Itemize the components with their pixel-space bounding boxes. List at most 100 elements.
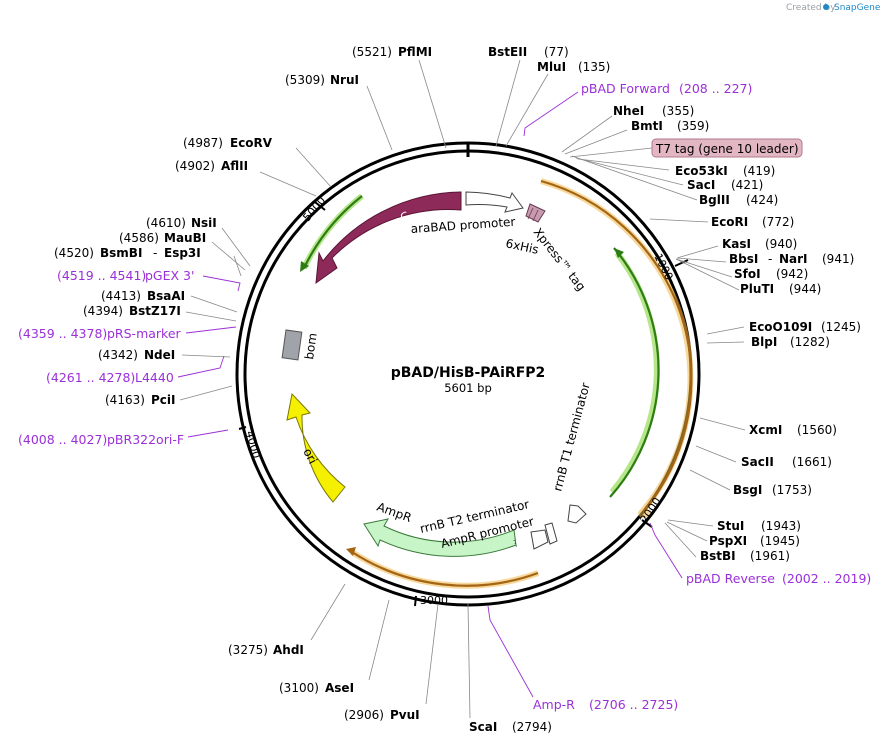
site-name[interactable]: BstBI	[700, 549, 736, 563]
primer-name[interactable]: pRS-marker	[107, 326, 182, 341]
arabad-promoter-arrow[interactable]	[465, 191, 524, 213]
site-name[interactable]: NarI	[779, 252, 808, 266]
site-name[interactable]: BbsI	[729, 252, 758, 266]
site-name[interactable]: Esp3I	[164, 246, 201, 260]
tick-mark	[674, 259, 689, 267]
site-name[interactable]: BglII	[699, 193, 730, 207]
site-pos: (421)	[731, 178, 763, 192]
primer-range: (2002 .. 2019)	[782, 571, 871, 586]
his-tag-feature[interactable]	[525, 203, 546, 223]
site-name[interactable]: Eco53kI	[675, 164, 728, 178]
rrnb-t1-terminator-feature[interactable]	[567, 504, 587, 524]
site-name[interactable]: SfoI	[734, 267, 761, 281]
tick-mark	[641, 519, 653, 528]
ampr-feature-arrow[interactable]	[363, 518, 517, 557]
site-name[interactable]: AseI	[325, 681, 354, 695]
site-name[interactable]: MluI	[537, 60, 566, 74]
bom-feature[interactable]	[281, 329, 303, 361]
site-name[interactable]: NruI	[330, 73, 359, 87]
primer-name[interactable]: pBAD Reverse	[686, 571, 775, 586]
site-name[interactable]: EcoO109I	[749, 320, 812, 334]
tick-mark	[314, 201, 326, 211]
site-name[interactable]: BlpI	[751, 335, 777, 349]
parts-arc-right-glow	[609, 251, 660, 494]
site-name[interactable]: BstZ17I	[129, 304, 181, 318]
site-name[interactable]: XcmI	[749, 423, 782, 437]
site-name[interactable]: BstEII	[488, 45, 527, 59]
tick-4000: 4000	[243, 429, 263, 459]
site-name[interactable]: StuI	[717, 519, 744, 533]
site-name[interactable]: ScaI	[469, 720, 497, 734]
primer-name[interactable]: pGEX 3'	[145, 268, 194, 283]
site-name[interactable]: AhdI	[273, 643, 304, 657]
arac-arc-arrowhead	[300, 261, 309, 272]
ampr-promoter-arrow[interactable]	[530, 529, 549, 550]
site-pos: (772)	[762, 215, 794, 229]
arac-feature-arrow[interactable]	[315, 191, 462, 285]
bom-label: bom	[302, 332, 320, 360]
site-pos: (2794)	[512, 720, 552, 734]
site-name[interactable]: SacII	[741, 455, 774, 469]
site-name[interactable]: AflII	[221, 159, 248, 173]
primer-range: (4519 .. 4541)	[57, 268, 146, 283]
snapgene-watermark: Created by SnapGene	[786, 3, 881, 13]
site-name[interactable]: SacI	[687, 178, 715, 192]
ampr-orf-arc	[351, 551, 539, 587]
site-name[interactable]: KasI	[722, 237, 751, 251]
ori-feature-arrow[interactable]	[286, 392, 346, 503]
site-pos: (1753)	[772, 483, 812, 497]
plasmid-name: pBAD/HisB-PAiRFP2	[391, 365, 546, 381]
primer-name[interactable]: pBR322ori-F	[107, 432, 184, 447]
parts-arc-right-arrowhead	[614, 248, 624, 258]
site-pos: (355)	[662, 104, 694, 118]
site-pos: (4163)	[105, 393, 145, 407]
t7-tag-box[interactable]	[651, 138, 803, 158]
t7-leader-line	[569, 147, 653, 158]
his-tag-stripe	[527, 207, 534, 220]
site-pos: (5521)	[352, 45, 392, 59]
site-name[interactable]: BsmBI	[100, 246, 142, 260]
primer-range: (4008 .. 4027)	[18, 432, 107, 447]
site-pos: (419)	[743, 164, 775, 178]
site-name[interactable]: PspXI	[709, 534, 747, 548]
site-name[interactable]: NheI	[613, 104, 644, 118]
site-name[interactable]: PciI	[151, 393, 176, 407]
site-separator: -	[153, 246, 157, 260]
primer-leader-lines	[177, 91, 683, 698]
parts-arc-right	[609, 247, 660, 498]
site-name[interactable]: PvuI	[390, 708, 420, 722]
site-name[interactable]: BsgI	[733, 483, 762, 497]
primer-name[interactable]: pBAD Forward	[581, 81, 670, 96]
ampr-orf-arrowhead	[346, 547, 356, 556]
rrnb-t2-terminator-feature[interactable]	[544, 522, 558, 545]
primer-name[interactable]: Amp-R	[533, 697, 575, 712]
site-pos: (1943)	[761, 519, 801, 533]
site-pos: (3275)	[228, 643, 268, 657]
primer-range: (2706 .. 2725)	[589, 697, 678, 712]
ori-label: ori	[300, 446, 320, 466]
arabad-promoter-label: araBAD promoter	[410, 215, 516, 236]
site-name[interactable]: BsaAI	[147, 289, 185, 303]
site-name[interactable]: BmtI	[631, 119, 663, 133]
site-name[interactable]: PflMI	[398, 45, 432, 59]
primer-name[interactable]: L4440	[135, 370, 174, 385]
his-tag-stripe	[532, 209, 539, 222]
watermark-prefix: Created by	[786, 3, 836, 13]
site-pos: (77)	[544, 45, 569, 59]
primer-range: (4359 .. 4378)	[18, 326, 107, 341]
primer-range: (208 .. 227)	[679, 81, 752, 96]
site-name[interactable]: NdeI	[144, 348, 175, 362]
site-name[interactable]: PluTI	[740, 282, 774, 296]
xpress-tag-label: Xpress™ tag	[531, 225, 589, 293]
site-name[interactable]: EcoRI	[711, 215, 748, 229]
primer-range: (4261 .. 4278)	[46, 370, 135, 385]
his6-label: 6xHis	[504, 236, 540, 257]
site-pos: (944)	[789, 282, 821, 296]
site-pos: (941)	[822, 252, 854, 266]
site-name[interactable]: MauBI	[164, 231, 206, 245]
site-leader-lines	[179, 59, 746, 719]
site-name[interactable]: NsiI	[191, 216, 217, 230]
site-name[interactable]: EcoRV	[230, 136, 273, 150]
site-pos: (942)	[776, 267, 808, 281]
